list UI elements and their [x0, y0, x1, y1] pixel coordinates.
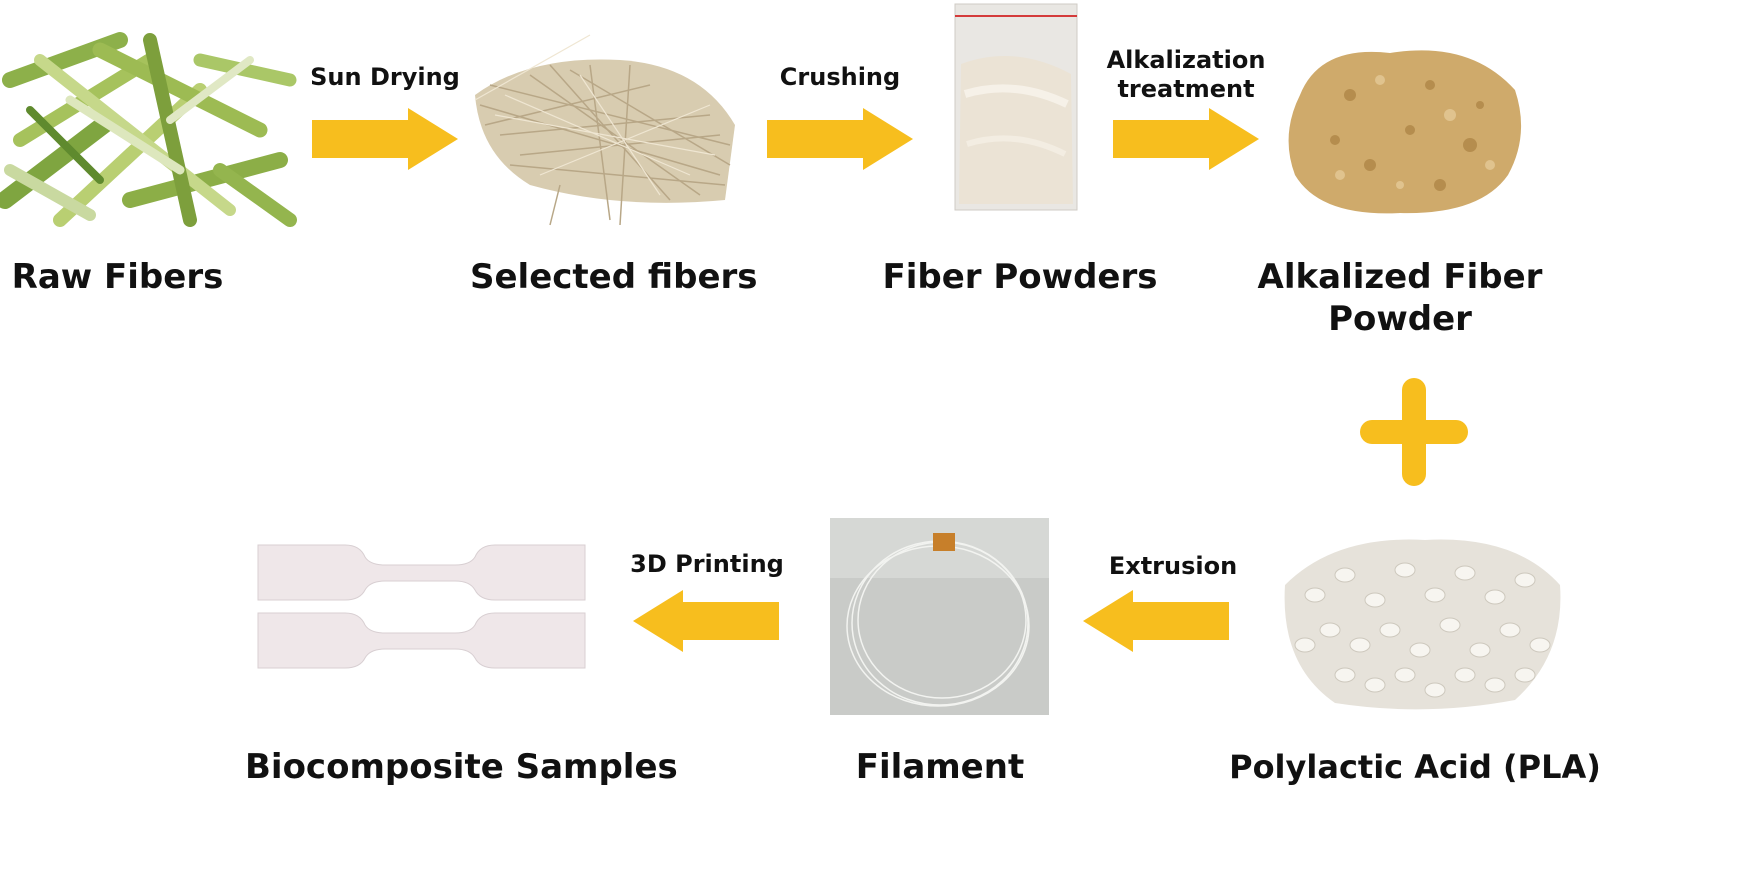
caption-filament: Filament	[855, 747, 1025, 787]
caption-alkalized-line1: Alkalized Fiber	[1257, 257, 1543, 297]
arrow-alkalization	[1113, 108, 1259, 170]
caption-biocomposite-samples: Biocomposite Samples	[245, 747, 678, 787]
arrow-sun-drying	[312, 108, 458, 170]
caption-pla: Polylactic Acid (PLA)	[1229, 748, 1601, 786]
label-alkalization-line2: treatment	[1117, 75, 1255, 103]
label-3d-printing: 3D Printing	[630, 550, 784, 578]
label-extrusion: Extrusion	[1108, 552, 1238, 580]
plus-icon	[1360, 378, 1468, 486]
alkalized-powder-image	[1288, 50, 1522, 214]
caption-selected-fibers: Selected fibers	[470, 257, 758, 297]
caption-alkalized-line2: Powder	[1328, 299, 1472, 339]
arrow-3d-printing	[633, 590, 779, 652]
pla-pellets-image	[1284, 539, 1561, 710]
fiber-powders-image	[954, 3, 1078, 211]
label-sun-drying: Sun Drying	[310, 63, 460, 91]
caption-fiber-powders: Fiber Powders	[882, 257, 1158, 297]
filament-image	[830, 518, 1049, 715]
arrow-extrusion	[1083, 590, 1229, 652]
caption-raw-fibers: Raw Fibers	[11, 257, 224, 297]
selected-fibers-image	[474, 34, 735, 226]
label-alkalization-line1: Alkalization	[1106, 46, 1266, 74]
label-crushing: Crushing	[779, 63, 901, 91]
arrow-crushing	[767, 108, 913, 170]
biocomposite-samples-image	[257, 544, 586, 669]
raw-fibers-image	[0, 32, 297, 227]
